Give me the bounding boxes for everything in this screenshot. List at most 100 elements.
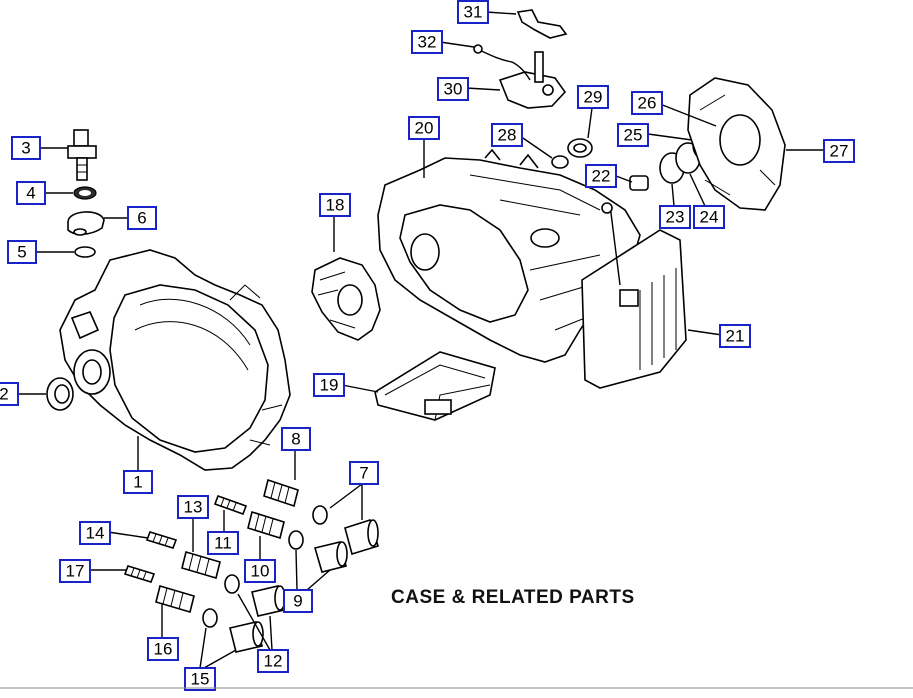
leader-22: [615, 175, 633, 183]
callout-11: 11: [207, 531, 239, 555]
leader-9b: [306, 569, 331, 591]
part-9-cup: [313, 541, 348, 573]
callout-label-23: 23: [666, 208, 685, 227]
part-20-case: [377, 148, 641, 363]
callout-18: 18: [319, 193, 351, 217]
callout-25: 25: [617, 123, 649, 147]
callout-16: 16: [147, 637, 179, 661]
part-27-rear-cover: [687, 77, 786, 211]
leader-28: [519, 135, 553, 159]
callout-label-4: 4: [26, 184, 35, 203]
leader-9a: [295, 549, 298, 591]
part-19-oil-filter: [374, 351, 496, 421]
leader-lines: [18, 11, 824, 669]
part-32-wire: [473, 44, 531, 81]
leader-19: [341, 384, 379, 393]
part-29-oil-seal: [567, 138, 593, 158]
part-7-cup: [344, 518, 379, 556]
callout-label-21: 21: [726, 327, 745, 346]
callout-29: 29: [577, 85, 609, 109]
part-7-seal-ring-a: [312, 505, 328, 525]
callout-label-25: 25: [624, 126, 643, 145]
callout-2: 2: [0, 382, 19, 406]
callout-10: 10: [244, 559, 276, 583]
callout-6: 6: [127, 206, 157, 230]
part-5-o-ring: [74, 246, 96, 258]
callout-label-26: 26: [638, 94, 657, 113]
part-14-dowel-pin: [145, 531, 178, 549]
part-18-valve-cover: [311, 257, 381, 341]
callout-9: 9: [283, 589, 313, 613]
callout-label-19: 19: [320, 376, 339, 395]
callout-28: 28: [491, 123, 523, 147]
leader-7a: [329, 483, 363, 509]
callout-label-8: 8: [291, 430, 300, 449]
callout-14: 14: [79, 521, 111, 545]
leader-14: [107, 531, 149, 539]
callout-15: 15: [184, 667, 216, 691]
leader-15a: [199, 627, 207, 669]
callout-label-6: 6: [137, 209, 146, 228]
callout-26: 26: [631, 91, 663, 115]
callout-22: 22: [585, 164, 617, 188]
leader-24: [689, 173, 706, 207]
part-13-bushing: [181, 550, 221, 580]
callout-label-9: 9: [293, 592, 302, 611]
part-22-plug: [629, 175, 649, 191]
callout-label-22: 22: [592, 167, 611, 186]
callout-32: 32: [411, 30, 443, 54]
part-16-bushing: [155, 584, 195, 614]
leader-15b: [203, 649, 237, 669]
callout-8: 8: [281, 427, 311, 451]
diagram-caption: CASE & RELATED PARTS: [391, 587, 635, 608]
callout-27: 27: [823, 139, 855, 163]
part-15-seal-ring: [202, 608, 218, 628]
callout-label-2: 2: [0, 385, 9, 404]
callout-label-29: 29: [584, 88, 603, 107]
callout-label-28: 28: [498, 126, 517, 145]
callout-20: 20: [408, 116, 440, 140]
part-15-cup: [229, 621, 264, 653]
callout-label-3: 3: [21, 139, 30, 158]
leader-23: [671, 183, 675, 207]
part-11-dowel-pin: [213, 494, 248, 516]
callout-7: 7: [349, 461, 379, 485]
leader-31: [485, 11, 517, 15]
callout-17: 17: [59, 559, 91, 583]
callout-19: 19: [313, 373, 345, 397]
part-12-seal-ring: [224, 574, 240, 594]
callout-label-14: 14: [86, 524, 105, 543]
callout-31: 31: [457, 0, 489, 24]
callout-3: 3: [11, 136, 41, 160]
part-12-cup: [251, 585, 286, 617]
callout-label-27: 27: [830, 142, 849, 161]
part-2-oil-seal: [46, 377, 74, 411]
callout-4: 4: [16, 181, 46, 205]
callout-label-11: 11: [214, 534, 232, 553]
callout-5: 5: [7, 240, 37, 264]
part-9-seal-ring: [288, 530, 304, 550]
leader-12b: [269, 615, 273, 651]
callout-24: 24: [693, 205, 725, 229]
part-17-dowel-pin: [123, 565, 156, 583]
leader-26: [659, 103, 717, 127]
callout-label-17: 17: [66, 562, 85, 581]
callout-label-7: 7: [359, 464, 368, 483]
part-10-bushing: [247, 510, 285, 540]
callout-label-24: 24: [700, 208, 719, 227]
leader-32: [439, 41, 475, 48]
callout-12: 12: [257, 649, 289, 673]
callout-13: 13: [177, 495, 209, 519]
part-8-bushing: [263, 478, 299, 508]
callout-23: 23: [659, 205, 691, 229]
leader-29: [587, 107, 593, 139]
part-21-oil-pan: [581, 202, 687, 389]
leader-30: [465, 87, 501, 91]
callout-label-20: 20: [415, 119, 434, 138]
callout-label-32: 32: [418, 33, 437, 52]
callout-label-30: 30: [444, 80, 463, 99]
callouts: 1 2 3 4 5 6 7 8 9 10 11 12 13 14 15 16 1…: [0, 0, 855, 691]
callout-label-13: 13: [184, 498, 203, 517]
part-4-o-ring: [73, 186, 97, 200]
